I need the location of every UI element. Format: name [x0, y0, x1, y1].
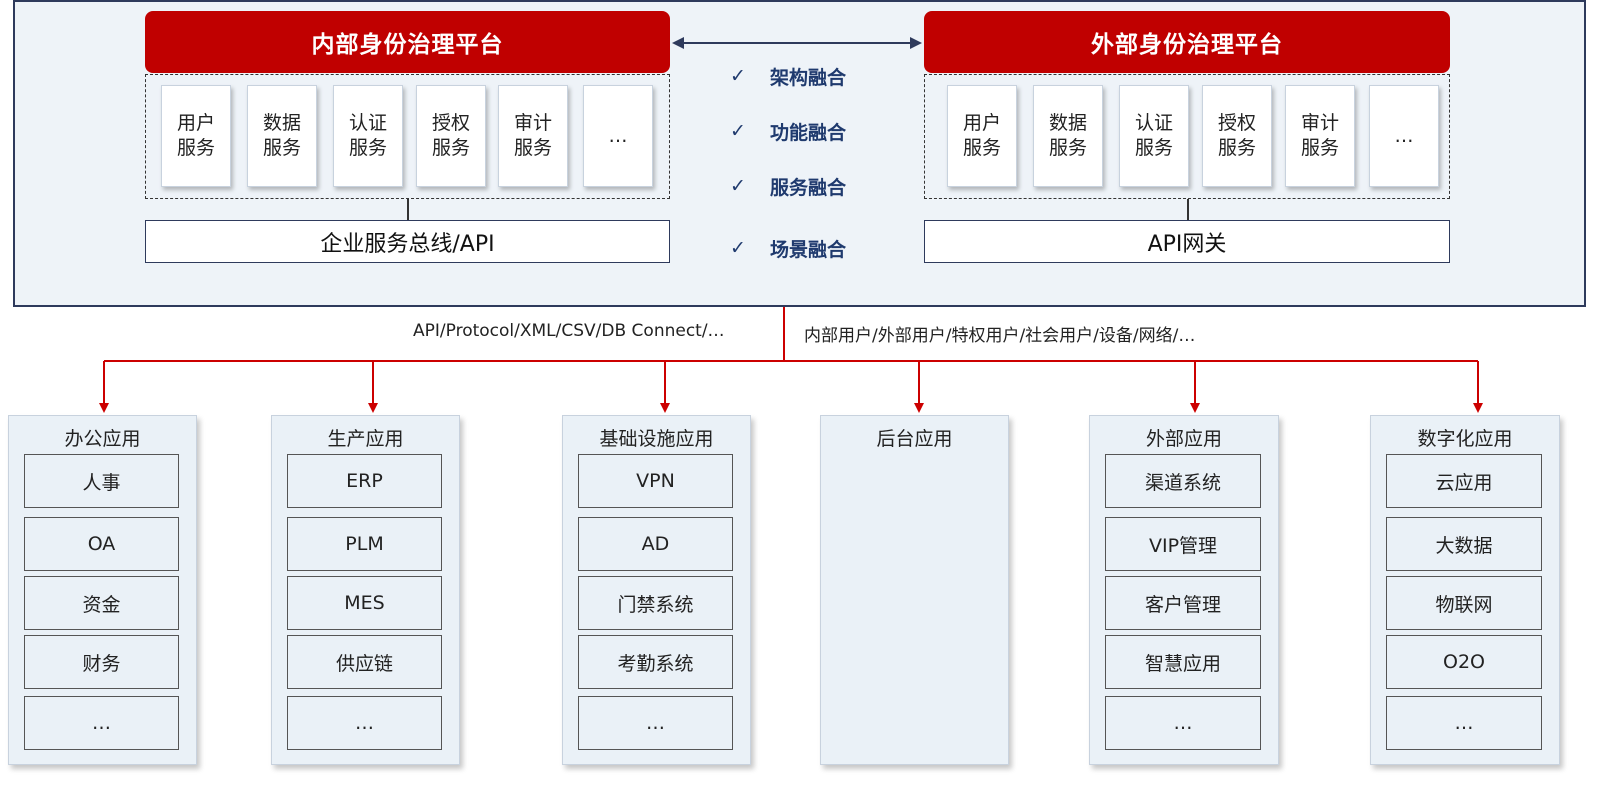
external-audit-service[interactable]: 审计 服务: [1285, 85, 1355, 187]
enterprise-service-bus[interactable]: 企业服务总线/API: [145, 220, 670, 263]
app-item[interactable]: OA: [24, 517, 179, 571]
app-item[interactable]: MES: [287, 576, 442, 630]
app-item[interactable]: O2O: [1386, 635, 1542, 689]
fusion-label: 场景融合: [770, 238, 847, 261]
check-icon: ✓: [730, 65, 746, 87]
internal-data-service[interactable]: 数据 服务: [247, 85, 317, 187]
external-more-services[interactable]: …: [1369, 85, 1439, 187]
internal-platform-title: 内部身份治理平台: [145, 11, 670, 73]
fusion-item-function: ✓ 功能融合: [730, 117, 846, 145]
app-column-backend: 后台应用: [820, 415, 1009, 765]
external-auth-service[interactable]: 认证 服务: [1119, 85, 1189, 187]
app-item[interactable]: 财务: [24, 635, 179, 689]
app-item[interactable]: 供应链: [287, 635, 442, 689]
internal-services-group: [145, 74, 670, 199]
internal-auth-service[interactable]: 认证 服务: [333, 85, 403, 187]
fusion-label: 服务融合: [770, 176, 847, 199]
user-type-connector-label: 内部用户/外部用户/特权用户/社会用户/设备/网络/…: [804, 326, 1196, 346]
app-column-title: 基础设施应用: [599, 428, 714, 450]
internal-authorization-service[interactable]: 授权 服务: [416, 85, 486, 187]
bidirectional-arrow: [672, 37, 922, 49]
external-gateway-link: [1187, 199, 1189, 220]
app-column-title: 数字化应用: [1417, 428, 1513, 450]
app-column-external: 外部应用 渠道系统 VIP管理 客户管理 智慧应用 …: [1089, 415, 1279, 765]
internal-audit-service[interactable]: 审计 服务: [498, 85, 568, 187]
app-item[interactable]: …: [24, 696, 179, 750]
app-item[interactable]: 云应用: [1386, 454, 1542, 508]
api-gateway[interactable]: API网关: [924, 220, 1450, 263]
app-column-title: 生产应用: [327, 428, 404, 450]
app-item[interactable]: 智慧应用: [1105, 635, 1261, 689]
app-item[interactable]: …: [1386, 696, 1542, 750]
app-column-digital: 数字化应用 云应用 大数据 物联网 O2O …: [1370, 415, 1560, 765]
fusion-item-architecture: ✓ 架构融合: [730, 62, 846, 90]
external-authorization-service[interactable]: 授权 服务: [1202, 85, 1272, 187]
app-item[interactable]: 门禁系统: [578, 576, 733, 630]
app-item[interactable]: VIP管理: [1105, 517, 1261, 571]
app-item[interactable]: 资金: [24, 576, 179, 630]
app-item[interactable]: VPN: [578, 454, 733, 508]
app-column-office: 办公应用 人事 OA 资金 财务 …: [8, 415, 197, 765]
external-data-service[interactable]: 数据 服务: [1033, 85, 1103, 187]
app-column-title: 外部应用: [1145, 428, 1222, 450]
app-column-infrastructure: 基础设施应用 VPN AD 门禁系统 考勤系统 …: [562, 415, 751, 765]
app-item[interactable]: 渠道系统: [1105, 454, 1261, 508]
app-column-title: 办公应用: [64, 428, 141, 450]
check-icon: ✓: [730, 120, 746, 142]
app-item[interactable]: 考勤系统: [578, 635, 733, 689]
app-item[interactable]: 人事: [24, 454, 179, 508]
app-item[interactable]: AD: [578, 517, 733, 571]
app-item[interactable]: …: [287, 696, 442, 750]
protocol-connector-label: API/Protocol/XML/CSV/DB Connect/…: [413, 321, 725, 341]
app-item[interactable]: 客户管理: [1105, 576, 1261, 630]
app-item[interactable]: 大数据: [1386, 517, 1542, 571]
fusion-label: 架构融合: [770, 66, 847, 89]
internal-more-services[interactable]: …: [583, 85, 653, 187]
fusion-item-scenario: ✓ 场景融合: [730, 234, 846, 262]
app-item[interactable]: …: [578, 696, 733, 750]
app-item[interactable]: 物联网: [1386, 576, 1542, 630]
internal-user-service[interactable]: 用户 服务: [161, 85, 231, 187]
fusion-label: 功能融合: [770, 121, 847, 144]
external-user-service[interactable]: 用户 服务: [947, 85, 1017, 187]
app-column-title: 后台应用: [876, 428, 953, 450]
fusion-item-service: ✓ 服务融合: [730, 172, 846, 200]
external-platform-title: 外部身份治理平台: [924, 11, 1450, 73]
app-item[interactable]: PLM: [287, 517, 442, 571]
app-item[interactable]: ERP: [287, 454, 442, 508]
internal-bus-link: [407, 199, 409, 220]
app-item[interactable]: …: [1105, 696, 1261, 750]
check-icon: ✓: [730, 237, 746, 259]
check-icon: ✓: [730, 175, 746, 197]
app-column-production: 生产应用 ERP PLM MES 供应链 …: [271, 415, 460, 765]
